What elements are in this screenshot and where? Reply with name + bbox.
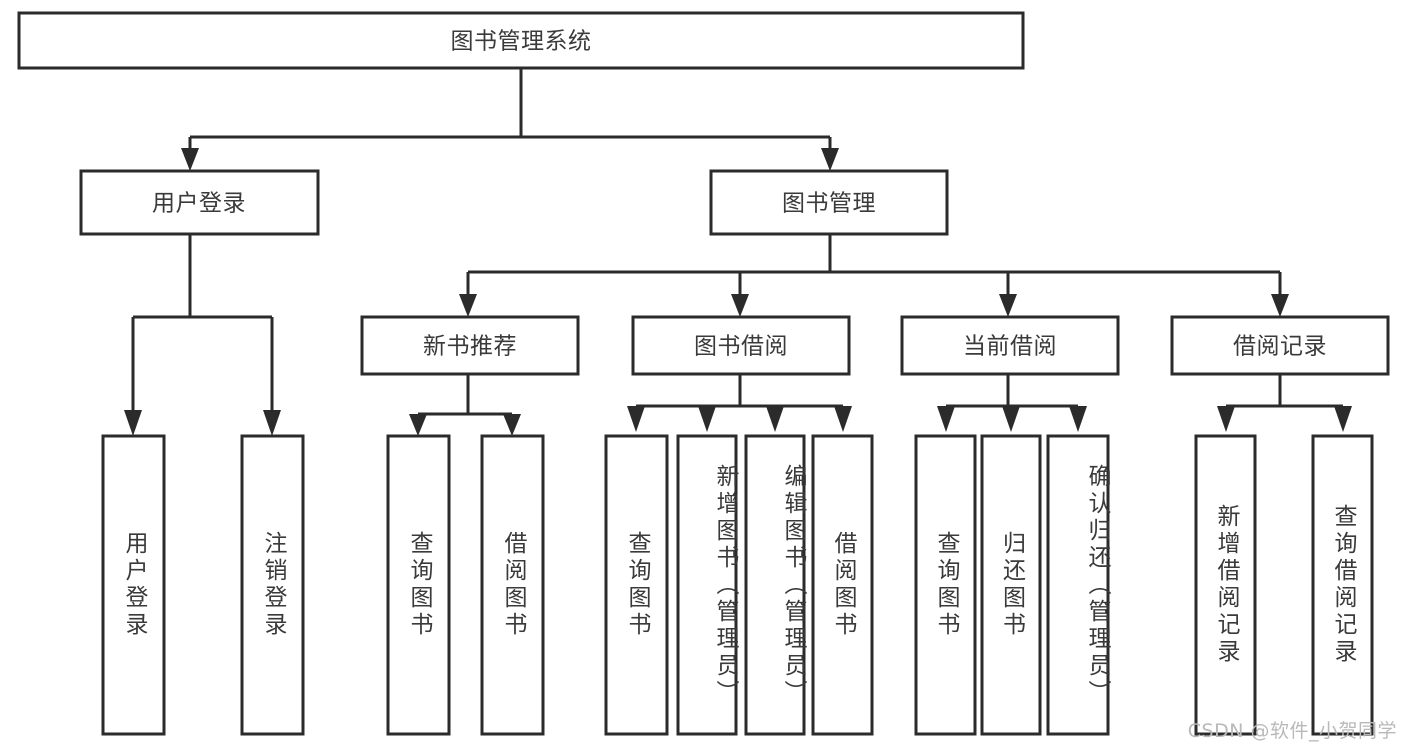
arrow-to-leaf-query-book-2-icon — [627, 406, 645, 432]
arrow-to-leaf-return-book-icon — [1002, 406, 1020, 432]
arrow-root-to-bookmanage-icon — [821, 148, 839, 171]
connector-group-currentborrow — [937, 374, 1087, 432]
node-user-login-box[interactable] — [79, 169, 320, 236]
connector-group-bookborrow — [627, 374, 852, 432]
node-leaf-return-book-box[interactable] — [980, 434, 1042, 736]
arrow-to-leaf-query-book-3-icon — [937, 406, 955, 432]
node-leaf-logout-box[interactable] — [240, 434, 305, 736]
connector-group-userlogin — [124, 234, 281, 436]
arrow-root-to-userlogin-icon — [181, 148, 199, 171]
node-new-book-recommend-label: 新书推荐 — [423, 334, 517, 360]
arrow-to-current-borrow-icon — [999, 294, 1017, 317]
node-current-borrow-box[interactable] — [900, 315, 1120, 376]
connector-group-borrowrecord — [1217, 374, 1352, 432]
arrow-to-leaf-add-record-icon — [1217, 406, 1235, 432]
node-book-manage-box[interactable] — [709, 169, 949, 236]
arrow-to-leaf-borrow-book-2-icon — [834, 406, 852, 432]
node-leaf-query-book-2-box[interactable] — [604, 434, 669, 736]
node-leaf-add-book-box[interactable] — [676, 434, 738, 736]
node-book-borrow-box[interactable] — [631, 315, 851, 376]
node-leaf-query-book-1-box[interactable] — [386, 434, 451, 736]
arrow-to-leaf-query-record-icon — [1334, 406, 1352, 432]
node-leaf-add-record-box[interactable] — [1194, 434, 1257, 736]
arrow-to-leaf-edit-book-icon — [766, 406, 784, 432]
node-leaf-query-book-3-box[interactable] — [914, 434, 977, 736]
arrow-to-book-borrow-icon — [731, 294, 749, 317]
arrow-to-leaf-confirm-return-icon — [1069, 406, 1087, 432]
connector-group-newbook — [409, 374, 521, 436]
csdn-watermark: CSDN @软件_小贺同学 — [1187, 720, 1397, 742]
node-borrow-record-label: 借阅记录 — [1233, 334, 1327, 360]
arrow-to-leaf-query-book-1-icon — [409, 414, 427, 436]
arrow-to-leaf-borrow-book-1-icon — [503, 414, 521, 436]
node-book-manage-label: 图书管理 — [782, 191, 876, 217]
arrow-to-leaf-add-book-icon — [698, 406, 716, 432]
node-leaf-borrow-book-2-box[interactable] — [811, 434, 874, 736]
node-leaf-user-login-box[interactable] — [101, 434, 166, 736]
node-book-borrow-label: 图书借阅 — [694, 334, 788, 360]
arrow-to-leaf-user-login-icon — [124, 410, 142, 436]
node-new-book-recommend-box[interactable] — [360, 315, 580, 376]
node-root-box[interactable] — [17, 11, 1025, 70]
arrow-to-borrow-record-icon — [1271, 294, 1289, 317]
arrow-to-leaf-logout-icon — [263, 410, 281, 436]
node-current-borrow-label: 当前借阅 — [963, 334, 1057, 360]
node-leaf-borrow-book-1-box[interactable] — [480, 434, 545, 736]
node-user-login-label: 用户登录 — [152, 191, 246, 217]
node-leaf-confirm-return-box[interactable] — [1046, 434, 1110, 736]
node-leaf-edit-book-box[interactable] — [744, 434, 806, 736]
connector-group-bookmanage — [459, 234, 1289, 317]
connector-group-root — [181, 68, 839, 171]
node-leaf-query-record-box[interactable] — [1311, 434, 1374, 736]
node-root-label: 图书管理系统 — [451, 29, 592, 55]
node-borrow-record-box[interactable] — [1170, 315, 1390, 376]
arrow-to-new-book-recommend-icon — [459, 294, 477, 317]
